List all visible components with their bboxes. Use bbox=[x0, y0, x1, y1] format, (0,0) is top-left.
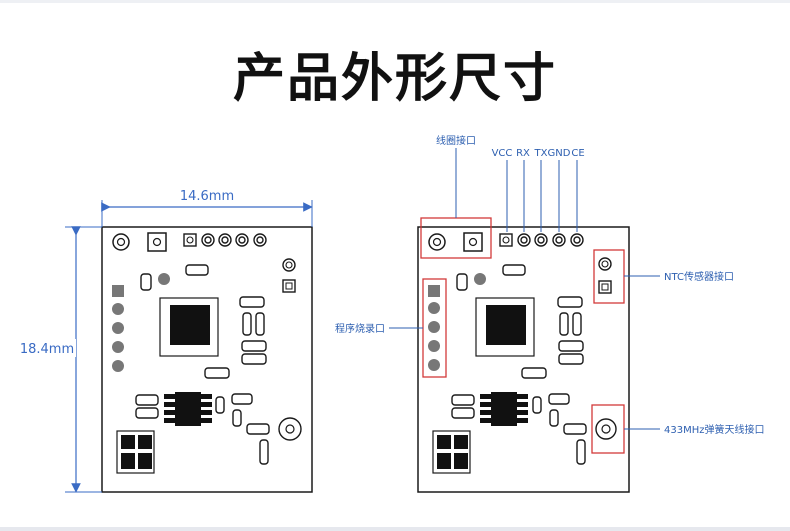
label-gnd: GND bbox=[548, 148, 571, 159]
width-dimension: 14.6mm bbox=[101, 189, 313, 227]
left-pin-vcc bbox=[183, 233, 197, 247]
left-board bbox=[101, 226, 313, 493]
label-program: 程序烧录口 bbox=[335, 322, 385, 335]
label-rx: RX bbox=[516, 148, 530, 159]
left-program-pads bbox=[112, 285, 124, 372]
left-bottom-component bbox=[116, 430, 155, 474]
right-board-outline bbox=[417, 226, 630, 493]
left-ntc-pad-1 bbox=[282, 258, 296, 272]
left-board-outline bbox=[101, 226, 313, 493]
bottom-strip bbox=[0, 527, 790, 531]
left-soic-chip bbox=[164, 392, 212, 426]
left-dot bbox=[158, 273, 170, 285]
label-ce: CE bbox=[571, 148, 584, 159]
right-board bbox=[417, 226, 630, 493]
top-strip bbox=[0, 0, 790, 3]
left-coil-pad-2 bbox=[147, 232, 167, 252]
label-coil: 线圈接口 bbox=[436, 134, 476, 147]
page-title: 产品外形尺寸 bbox=[232, 49, 557, 109]
left-ntc-pad-2 bbox=[282, 279, 296, 293]
label-tx: TX bbox=[534, 148, 548, 159]
height-dimension: 18.4mm bbox=[20, 226, 102, 493]
left-mcu-chip bbox=[159, 297, 219, 357]
left-antenna-pad bbox=[278, 417, 302, 441]
label-vcc: VCC bbox=[492, 148, 513, 159]
height-label: 18.4mm bbox=[20, 342, 74, 357]
left-coil-pad-1 bbox=[112, 233, 130, 251]
left-pin-row bbox=[201, 233, 267, 247]
label-ntc: NTC传感器接口 bbox=[664, 270, 734, 283]
label-antenna: 433MHz弹簧天线接口 bbox=[664, 423, 764, 436]
leader-lines bbox=[389, 148, 660, 430]
width-label: 14.6mm bbox=[180, 189, 234, 204]
